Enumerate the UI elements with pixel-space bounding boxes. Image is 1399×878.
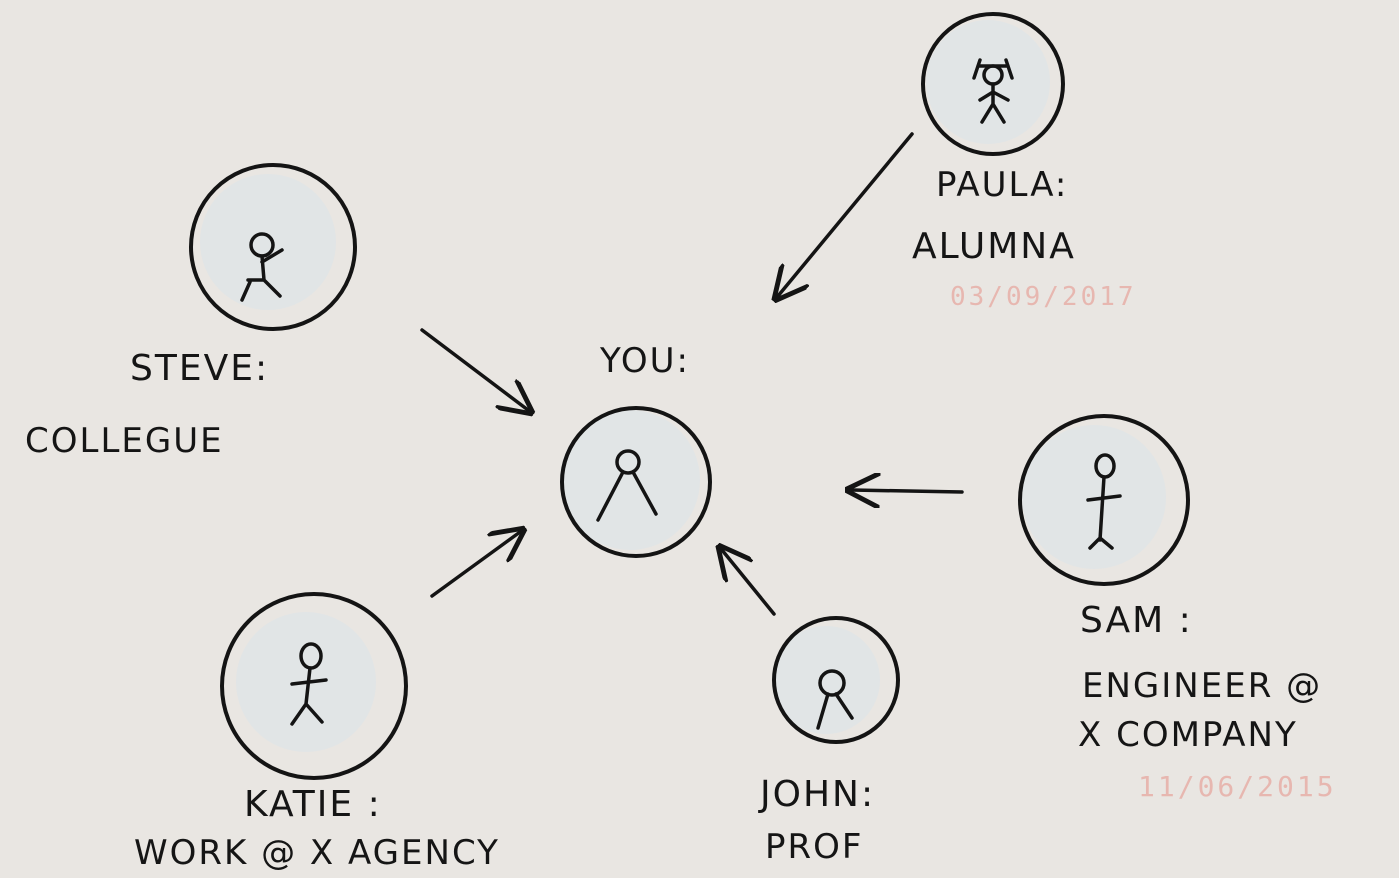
arrow-john-to-you [722, 550, 776, 616]
john-circle [772, 616, 900, 744]
arrow-sam-to-you [852, 490, 964, 492]
node-john: JOHN: PROF [758, 616, 900, 867]
arrow-paula-to-you [778, 132, 914, 296]
steve-circle [189, 163, 357, 331]
sam-name: SAM : [1080, 600, 1193, 641]
node-sam: SAM : ENGINEER @ X COMPANY 11/06/2015 [1018, 414, 1337, 803]
sam-stick-figure [1086, 453, 1122, 550]
arrow-katie-to-you [430, 532, 520, 598]
node-steve: STEVE: COLLEGUE [25, 163, 357, 461]
john-stick-figure [816, 669, 854, 730]
you-stick-figure [596, 449, 658, 522]
paula-stick-figure [972, 58, 1014, 124]
you-circle [560, 406, 712, 558]
katie-stick-figure [290, 642, 328, 726]
john-role: PROF [765, 827, 863, 867]
paula-role: ALUMNA [912, 226, 1076, 267]
sam-role-line2: X COMPANY [1078, 715, 1298, 755]
katie-name: KATIE : [244, 784, 382, 825]
steve-stick-figure [240, 232, 284, 302]
arrow-steve-to-you [420, 328, 528, 410]
sam-date: 11/06/2015 [1138, 770, 1337, 803]
paula-date: 03/09/2017 [950, 282, 1137, 312]
sam-circle [1018, 414, 1190, 586]
paula-name: PAULA: [936, 165, 1068, 205]
you-label: YOU: [599, 341, 690, 381]
steve-role: COLLEGUE [25, 421, 224, 461]
node-katie: KATIE : WORK @ X AGENCY [134, 592, 500, 873]
john-name: JOHN: [758, 774, 875, 815]
katie-role: WORK @ X AGENCY [134, 833, 500, 873]
node-you: YOU: [560, 341, 712, 558]
katie-circle [220, 592, 408, 780]
paula-circle [921, 12, 1065, 156]
sam-role-line1: ENGINEER @ [1082, 666, 1322, 706]
node-paula: PAULA: ALUMNA 03/09/2017 [912, 12, 1137, 312]
steve-name: STEVE: [130, 348, 269, 389]
